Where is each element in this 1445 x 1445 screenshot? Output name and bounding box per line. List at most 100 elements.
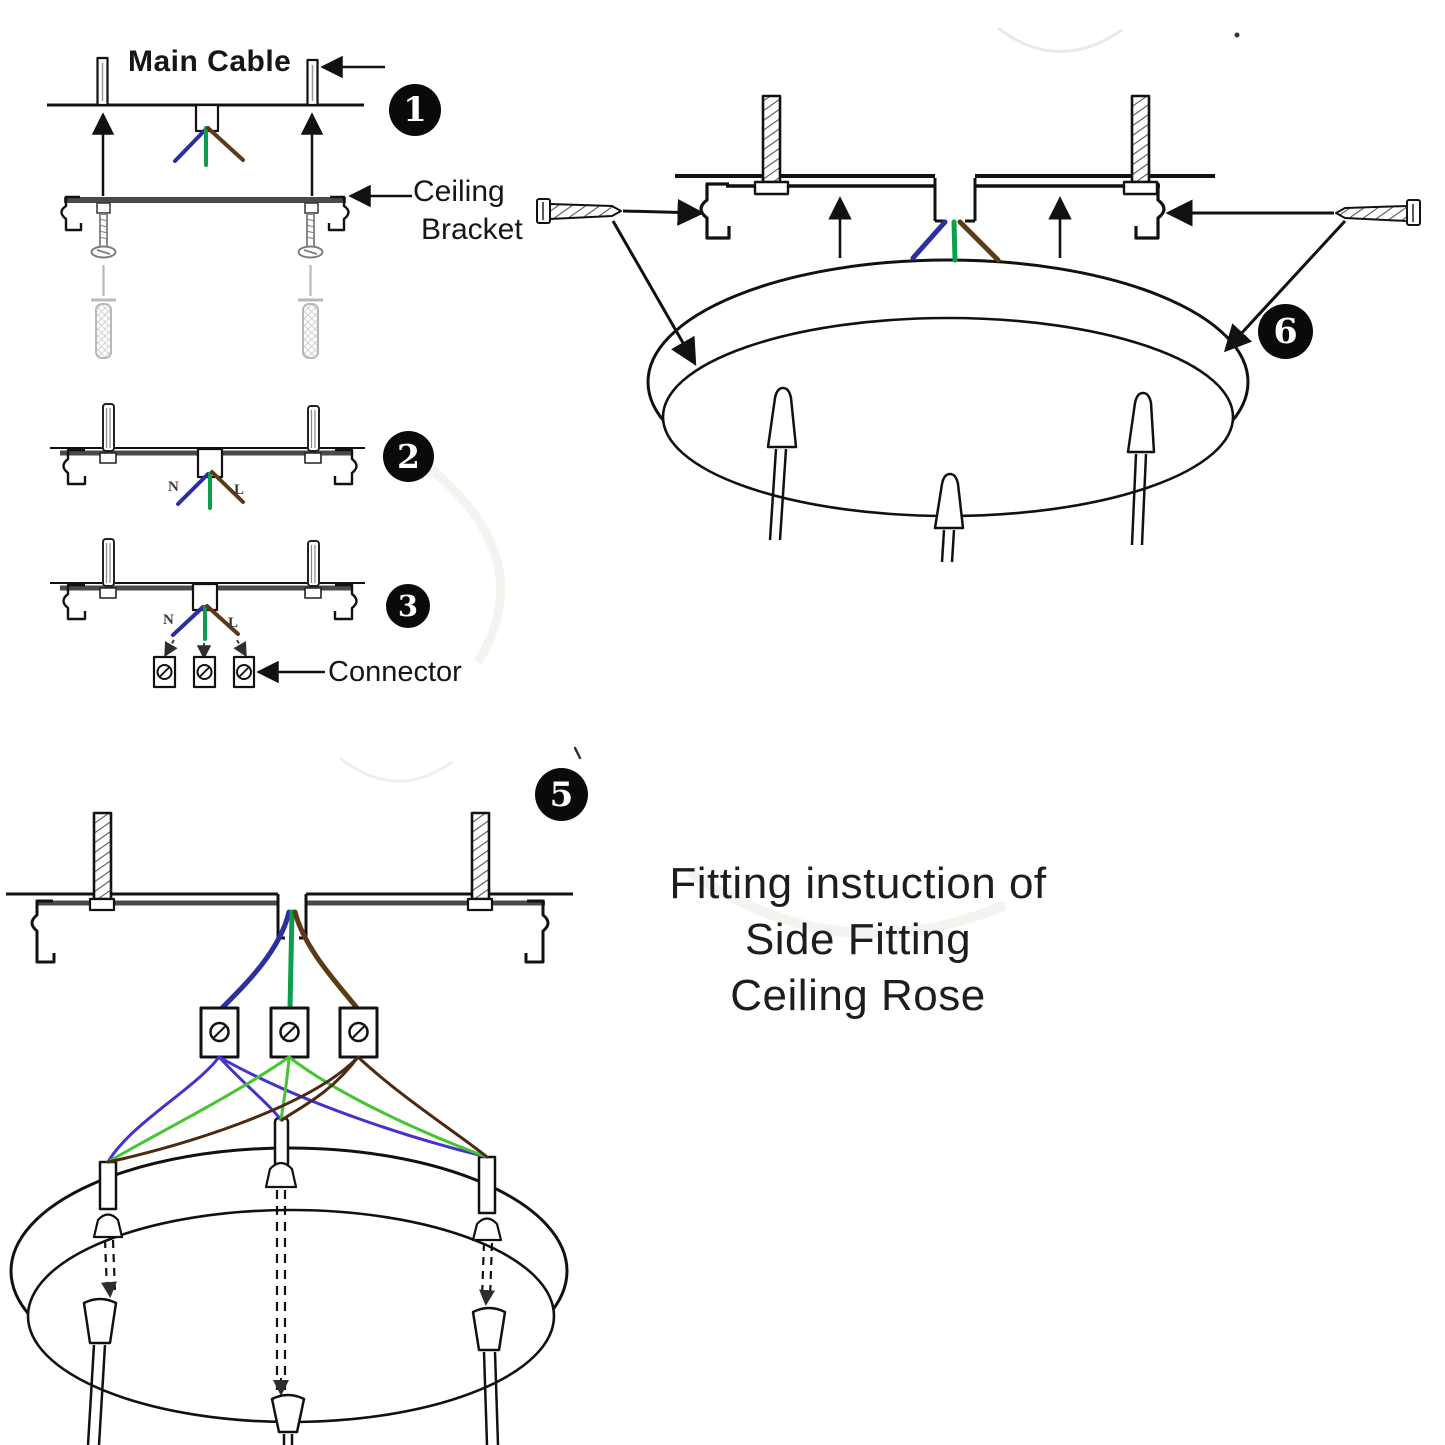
fixing-screw-left [753,94,790,196]
main-cable-label: Main Cable [128,45,292,78]
insert-guide-arrows [164,639,247,660]
entry-tube [477,1155,497,1215]
bracket-hook-right [333,583,358,621]
cord-grip-cone [82,1297,118,1345]
neutral-wire [106,1055,221,1164]
earth-wire [279,1055,291,1122]
step-5-badge: 5 [535,768,588,821]
cable-slot [933,178,977,223]
live-wire [292,909,360,1011]
bracket-hook-right [524,899,550,964]
earth-wire [287,909,295,1011]
bracket-hook-right [1134,182,1166,240]
neutral-wire [176,472,210,506]
wall-anchor-icon-left [91,265,116,359]
fixing-screw-right [304,540,322,599]
neutral-wire [219,909,292,1011]
fixing-screw-left [99,538,117,599]
cord-grip-left [766,386,798,541]
step5-illustration [6,811,573,1445]
fixing-screw-right [1122,94,1159,196]
screw-icon-right [297,213,324,259]
pendant-entry-center [264,1116,306,1445]
connector-blocks [199,1006,379,1059]
earth-wire [287,1055,489,1159]
screw-icon-left [90,213,117,259]
page-title: Fitting instuction of Side Fitting Ceili… [618,856,1098,1024]
cord-grip-right [1126,391,1156,546]
step-6-badge: 6 [1258,304,1313,359]
pendant-cord [97,1344,107,1445]
cable-slot [276,894,308,940]
fixing-screw-left [88,811,116,912]
neutral-wire [217,1055,489,1159]
title-line-3: Ceiling Rose [730,971,986,1020]
pendant-entry-left [82,1160,124,1445]
screw-into-rose-arrow-right [1223,219,1347,353]
earth-wire [106,1055,291,1164]
connector-blocks [152,655,256,689]
step-2-badge: 2 [383,431,434,482]
tick-mark [573,746,582,760]
title-line-2: Side Fitting [744,915,972,964]
entry-collar [471,1217,503,1242]
connector-block [338,1006,379,1059]
pendant-cord [86,1344,96,1445]
step2-illustration [50,403,365,510]
live-wire [106,1055,360,1164]
entry-tube [98,1160,118,1211]
pendant-wiring-fan [106,1055,489,1164]
side-screw-left [536,198,622,224]
step1-illustration [47,55,412,359]
ceiling-bracket-label-line1: Ceiling [413,175,505,208]
neutral-wire [171,605,205,637]
bracket-hook-right [333,448,358,486]
live-wire-label: L [228,615,239,631]
connector-label: Connector [328,656,462,688]
live-wire [356,1055,489,1159]
fixing-screw-left [99,403,117,464]
print-speck [1234,32,1240,38]
neutral-wire [910,219,948,261]
side-screw-right [1335,199,1421,226]
bracket-hook-left [30,899,56,964]
bracket-hook-left [699,182,731,240]
ceiling-bracket-label-line2: Bracket [421,213,523,246]
pendant-entry-right [471,1155,507,1445]
watermark-traces [339,26,1240,939]
entry-collar [92,1213,124,1239]
neutral-wire [173,126,209,163]
title-line-1: Fitting instuction of [669,859,1047,908]
neutral-wire [217,1055,283,1122]
entry-collar [264,1161,298,1189]
step3-illustration [50,538,365,689]
neutral-wire-label: N [168,479,179,495]
bracket-hook-left [62,583,87,621]
cord-grip-cone [270,1393,306,1434]
cord-grip-center [933,472,965,563]
entry-tube [273,1116,290,1169]
pendant-cord [482,1351,489,1445]
pendant-cord [493,1351,500,1445]
screw-into-hook-arrow-left [622,198,705,226]
wall-anchor-icon-right [298,265,323,359]
fixing-screw-right [304,405,322,464]
live-wire [957,219,1001,263]
bracket-hook-left [62,448,87,486]
earth-wire [951,219,958,263]
bracket-hook-right [327,195,350,232]
live-wire [280,1055,360,1122]
live-wire [210,470,245,504]
cord-grip-cone [471,1306,507,1352]
step6-illustration [536,94,1421,563]
live-wire-label: L [234,482,245,498]
bracket-hook-left [60,195,83,232]
step-3-badge: 3 [386,584,430,628]
live-wire [205,604,240,636]
neutral-wire-label: N [163,612,174,628]
fixing-screw-right [466,811,494,912]
screw-into-rose-arrow-left [611,220,697,366]
live-wire [206,126,245,162]
